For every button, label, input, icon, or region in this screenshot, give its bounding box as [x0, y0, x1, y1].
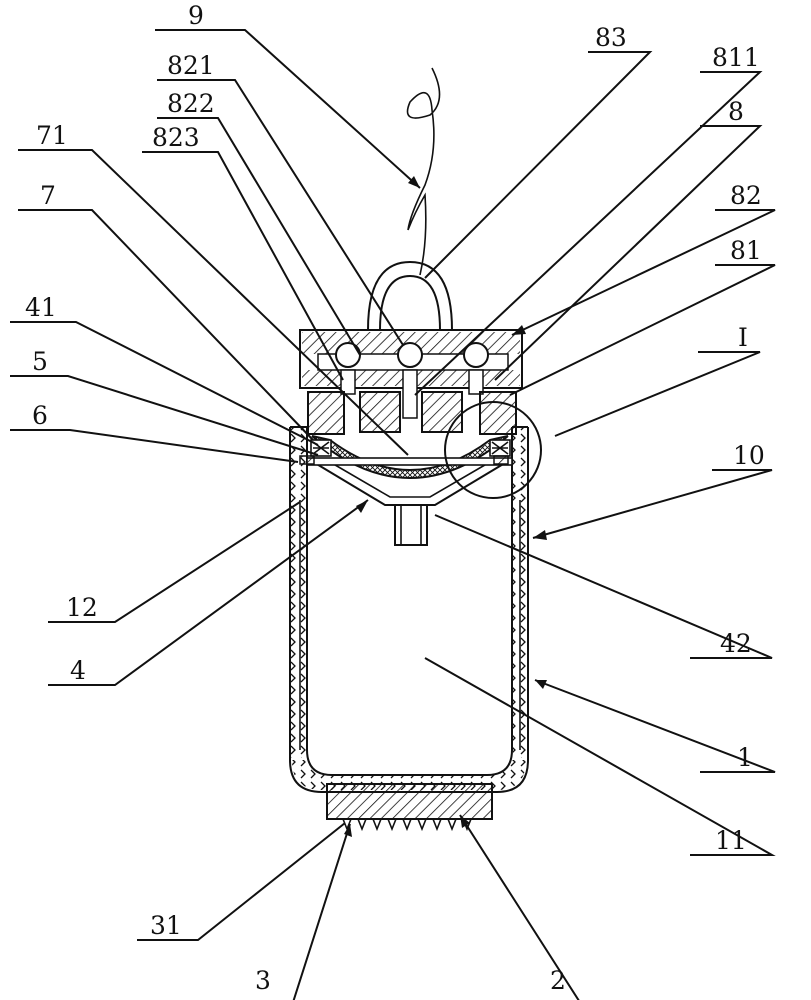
container-shell — [289, 426, 529, 793]
label-10: 10 — [733, 441, 765, 470]
reference-numerals: 9 83 821 811 822 8 71 823 7 82 81 41 5 I… — [25, 1, 765, 995]
hanging-cord — [406, 67, 441, 276]
detail-circle-I — [444, 401, 542, 499]
label-823: 823 — [152, 123, 200, 152]
label-822: 822 — [167, 89, 215, 118]
label-821: 821 — [167, 51, 215, 80]
funnel-assembly — [299, 435, 513, 546]
label-1: 1 — [737, 743, 753, 772]
label-71: 71 — [36, 121, 68, 150]
label-4: 4 — [70, 656, 86, 685]
label-2: 2 — [550, 966, 566, 995]
label-I: I — [738, 323, 748, 352]
label-5: 5 — [32, 347, 48, 376]
label-41: 41 — [25, 293, 57, 322]
leader-lines — [10, 29, 776, 1000]
base-block — [326, 783, 493, 832]
spike-row — [342, 818, 472, 832]
label-6: 6 — [32, 401, 48, 430]
label-8: 8 — [728, 97, 744, 126]
label-3: 3 — [255, 966, 271, 995]
label-31: 31 — [150, 911, 182, 940]
label-811: 811 — [712, 43, 760, 72]
label-81: 81 — [730, 236, 762, 265]
label-42: 42 — [720, 629, 752, 658]
label-12: 12 — [66, 593, 98, 622]
ball-right — [463, 342, 489, 368]
ball-center — [397, 342, 423, 368]
ball-left — [335, 342, 361, 368]
label-7: 7 — [40, 181, 56, 210]
lid-assembly — [299, 260, 523, 435]
label-9: 9 — [188, 1, 204, 30]
label-83: 83 — [595, 23, 627, 52]
label-82: 82 — [730, 181, 762, 210]
label-11: 11 — [715, 826, 747, 855]
spout — [394, 504, 428, 546]
